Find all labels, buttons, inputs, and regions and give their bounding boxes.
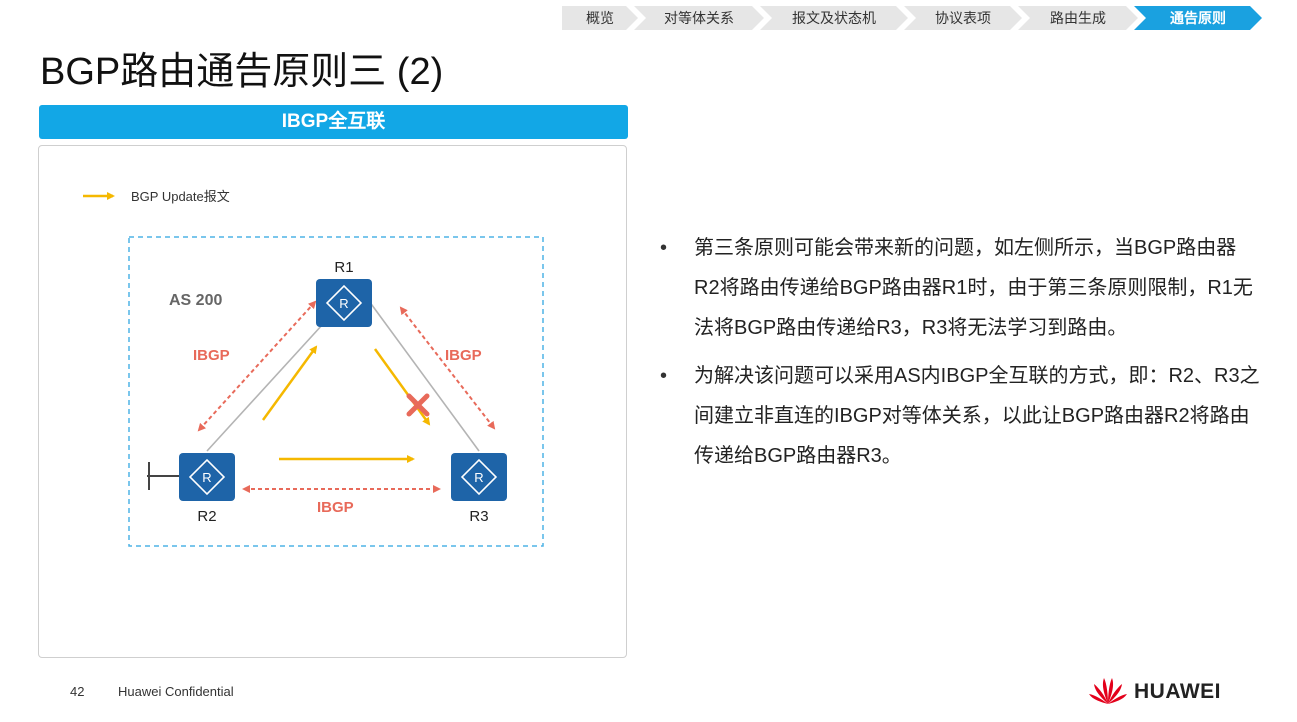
router-r2-label: R2 — [197, 508, 216, 525]
router-r1-icon: R — [316, 279, 372, 327]
page-title: BGP路由通告原则三 (2) — [40, 51, 444, 93]
section-header: IBGP全互联 — [39, 105, 628, 139]
as-boundary — [128, 236, 544, 547]
link-r1-r3 — [368, 300, 480, 452]
svg-text:R: R — [474, 470, 483, 485]
as-label: AS 200 — [169, 292, 222, 309]
blocked-cross-icon — [406, 393, 430, 417]
bullet-problem: 第三条原则可能会带来新的问题，如左侧所示，当BGP路由器R2将路由传递给BGP路… — [660, 228, 1260, 348]
huawei-logo-icon — [1089, 678, 1127, 704]
svg-text:R: R — [202, 470, 211, 485]
diagram-panel: BGP Update报文 AS 200 IBGP IBGP IBGP R — [38, 145, 627, 658]
ibgp-r1-r2 — [197, 300, 317, 432]
nav-item-overview[interactable]: 概览 — [562, 6, 638, 30]
explanation-list: 第三条原则可能会带来新的问题，如左侧所示，当BGP路由器R2将路由传递给BGP路… — [660, 228, 1260, 484]
nav-item-advertisement-rules[interactable]: 通告原则 — [1134, 6, 1262, 30]
ibgp-left-label: IBGP — [193, 347, 230, 364]
ibgp-right-label: IBGP — [445, 347, 482, 364]
ibgp-bottom-label: IBGP — [317, 499, 354, 516]
ibgp-r1-r3 — [399, 306, 496, 430]
nav-item-route-generation[interactable]: 路由生成 — [1018, 6, 1138, 30]
router-r2-icon: R — [179, 453, 235, 501]
router-r1-label: R1 — [334, 259, 353, 276]
update-r2-to-r1 — [261, 345, 318, 421]
nav-item-message-state[interactable]: 报文及状态机 — [760, 6, 908, 30]
bullet-solution: 为解决该问题可以采用AS内IBGP全互联的方式，即：R2、R3之间建立非直连的I… — [660, 356, 1260, 476]
legend-label: BGP Update报文 — [131, 189, 230, 204]
brand-name: HUAWEI — [1134, 680, 1221, 703]
router-r3-label: R3 — [469, 508, 488, 525]
confidential-label: Huawei Confidential — [118, 684, 234, 699]
nav-item-protocol-tables[interactable]: 协议表项 — [904, 6, 1022, 30]
page-number: 42 — [70, 684, 85, 699]
network-diagram: BGP Update报文 AS 200 IBGP IBGP IBGP R — [83, 189, 544, 547]
update-r1-to-r3-blocked — [373, 348, 431, 426]
nav-item-peer-relation[interactable]: 对等体关系 — [634, 6, 764, 30]
router-r3-icon: R — [451, 453, 507, 501]
svg-text:R: R — [339, 296, 348, 311]
